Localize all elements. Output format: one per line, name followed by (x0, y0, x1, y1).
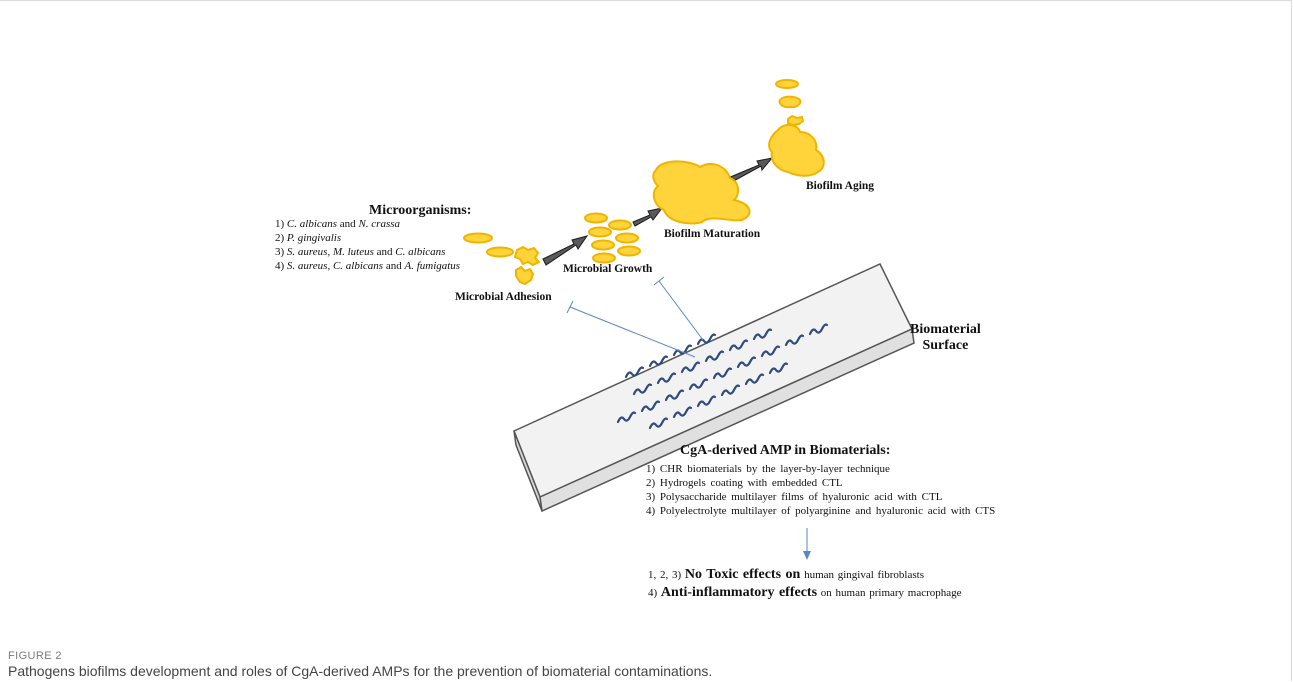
amp-molecule (640, 400, 661, 413)
figure-label: FIGURE 2 (8, 650, 62, 662)
biomaterial-slab (513, 263, 915, 513)
microbe-cluster (515, 265, 535, 286)
microbe-cell (588, 226, 612, 238)
amp-molecule (672, 406, 693, 419)
amp-molecule (648, 417, 669, 430)
microbe-cell (486, 246, 514, 258)
microbe-cell (775, 79, 799, 89)
amp-molecule (752, 328, 773, 341)
inhibit-adhesion-line (569, 306, 696, 358)
amp-molecule (768, 362, 789, 375)
amp-molecule (616, 411, 637, 424)
biofilm-diagram (463, 79, 915, 560)
amp-molecule (656, 372, 677, 385)
amp-molecule (680, 361, 701, 374)
amp-item: 1) CHR biomaterials by the layer-by-laye… (646, 463, 890, 475)
amp-molecule (648, 355, 669, 368)
arrow-maturation-to-aging (727, 157, 774, 184)
microbe-cluster (787, 114, 805, 127)
microbes (463, 79, 825, 286)
arrow-growth-to-maturation (632, 207, 664, 227)
stage-label-maturation: Biofilm Maturation (664, 228, 761, 240)
microbe-cell (584, 212, 608, 224)
inhibit-growth-bar (653, 276, 665, 286)
microorganisms-list: 1) C. albicans and N. crassa 2) P. gingi… (275, 217, 460, 273)
microbe-cell (592, 252, 616, 264)
microorganism-item: 1) C. albicans and N. crassa (275, 218, 400, 230)
stage-label-adhesion: Microbial Adhesion (455, 291, 552, 303)
amp-molecule (760, 345, 781, 358)
stage-label-aging: Biofilm Aging (806, 180, 875, 192)
amp-item: 2) Hydrogels coating with embedded CTL (646, 477, 843, 489)
amp-molecule (696, 333, 717, 346)
microbe-cell (617, 245, 641, 257)
microbe-cell (615, 232, 639, 244)
amp-molecule (672, 344, 693, 357)
microbe-cell (463, 232, 493, 244)
amp-molecules (616, 323, 829, 430)
amp-molecule (736, 356, 757, 369)
amp-molecule (632, 383, 653, 396)
inhibit-adhesion-bar (566, 300, 574, 314)
amp-molecule (696, 395, 717, 408)
microorganisms-heading: Microorganisms: (369, 203, 472, 218)
effects-arrow (803, 528, 811, 560)
amp-heading: CgA-derived AMP in Biomaterials: (680, 443, 891, 458)
slab-bottom-face (539, 327, 915, 513)
effects-list: 1, 2, 3) No Toxic effects on human gingi… (648, 566, 962, 602)
microorganism-item: 3) S. aureus, M. luteus and C. albicans (275, 246, 446, 258)
microbe-cell (591, 239, 615, 251)
amp-molecule (624, 366, 645, 379)
effect-item: 1, 2, 3) No Toxic effects on human gingi… (648, 567, 924, 582)
amp-item: 4) Polyelectrolyte multilayer of polyarg… (646, 505, 996, 517)
microbe-cluster (778, 95, 802, 109)
amp-molecule (784, 334, 805, 347)
biofilm-mass-aging (768, 124, 825, 177)
figure-caption: Pathogens biofilms development and roles… (8, 663, 713, 679)
progression-arrows (542, 157, 774, 266)
arrow-adhesion-to-growth (542, 235, 589, 266)
microbe-cluster (513, 245, 541, 267)
biomaterial-surface-label: Biomaterial Surface (910, 322, 981, 353)
amp-molecule (744, 373, 765, 386)
inhibit-growth-line (658, 280, 704, 341)
amp-molecule (720, 384, 741, 397)
amp-molecule (728, 339, 749, 352)
amp-molecule (664, 389, 685, 402)
effect-item: 4) Anti-inflammatory effects on human pr… (648, 585, 962, 600)
microbe-cell (608, 219, 632, 231)
microorganism-item: 2) P. gingivalis (275, 232, 342, 244)
amp-molecule (808, 323, 829, 336)
biofilm-mass-mature (652, 160, 751, 225)
stage-label-growth: Microbial Growth (563, 263, 653, 275)
amp-molecule (704, 350, 725, 363)
microorganism-item: 4) S. aureus, C. albicans and A. fumigat… (275, 260, 461, 272)
amp-molecule (688, 378, 709, 391)
amp-item: 3) Polysaccharide multilayer films of hy… (646, 491, 943, 503)
amp-molecule (712, 367, 733, 380)
inhibition-lines (566, 276, 704, 358)
amp-list: 1) CHR biomaterials by the layer-by-laye… (646, 462, 995, 518)
